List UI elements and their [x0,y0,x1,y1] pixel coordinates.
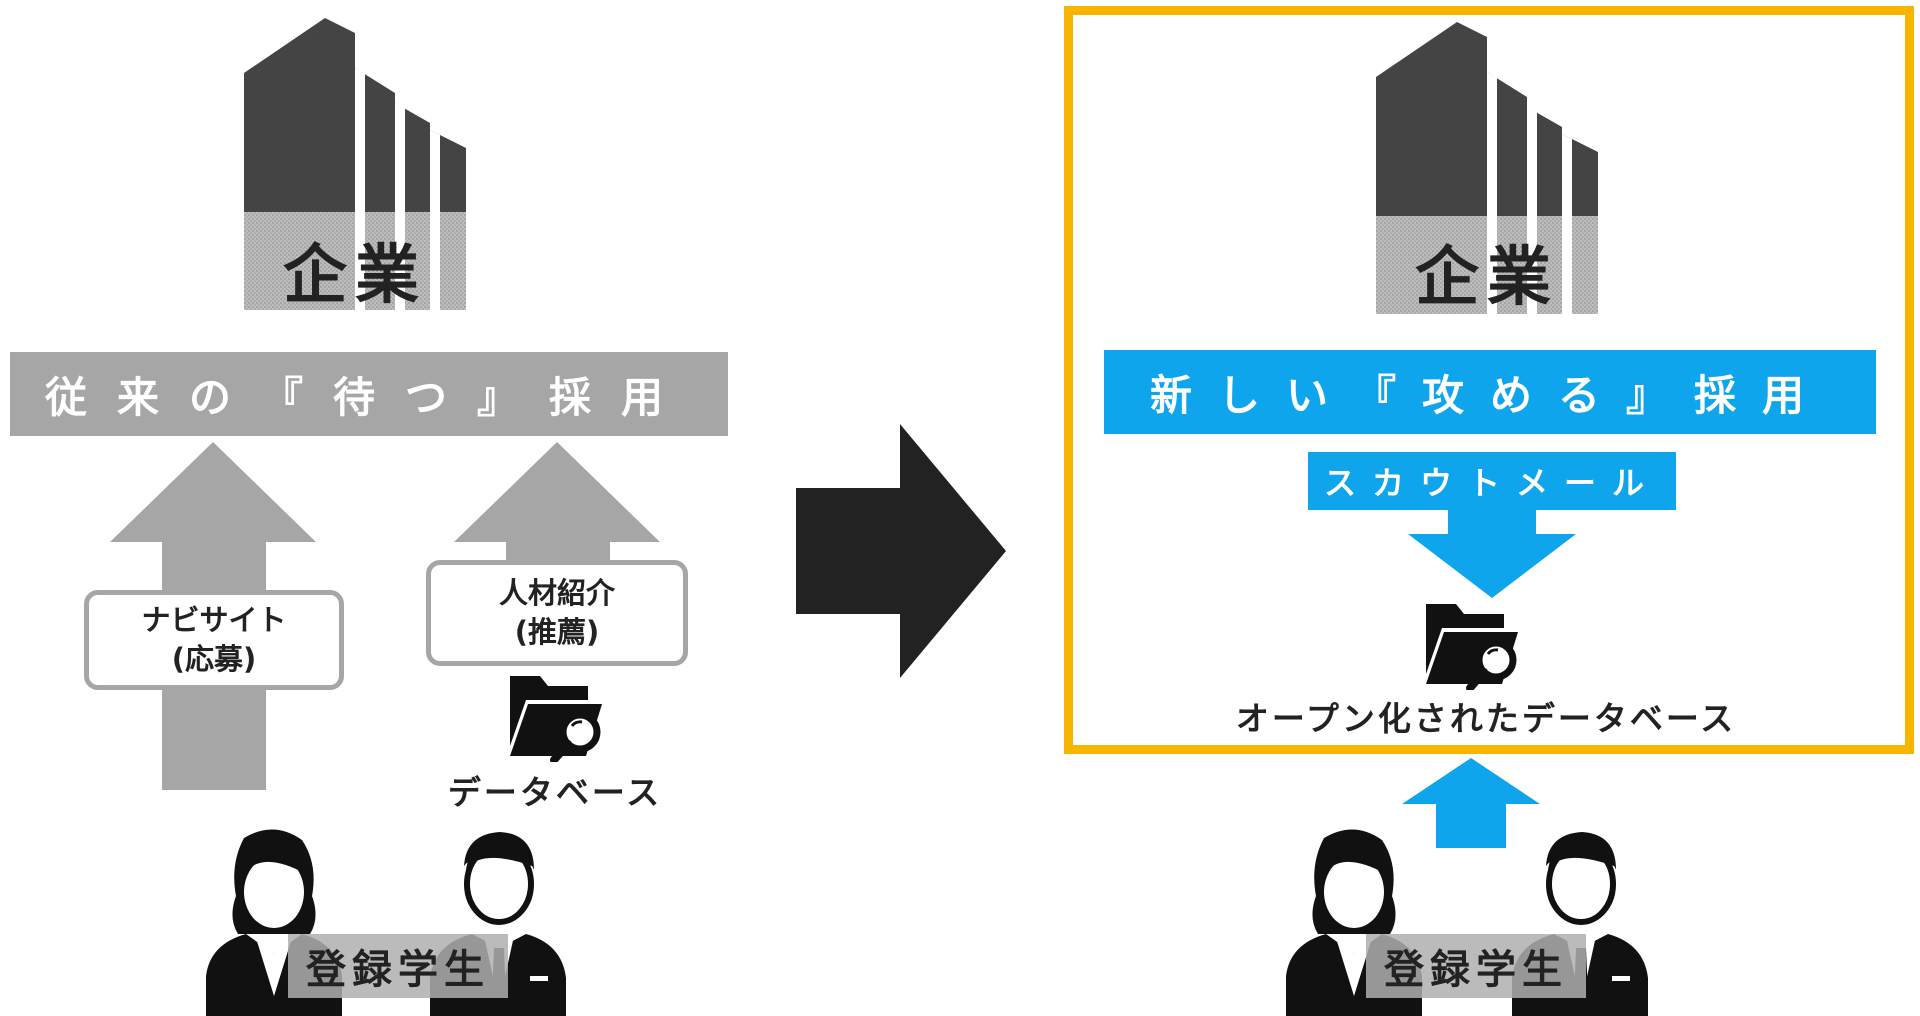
traditional-recruiting-banner: 従来の『待つ』採用 [10,352,728,436]
new-recruiting-banner: 新しい『攻める』採用 [1104,350,1876,434]
folder-search-icon [510,676,602,762]
company-label: 企業 [283,239,427,313]
scout-down-arrow-icon [1408,510,1576,598]
company-building-icon [1376,22,1598,314]
students-up-arrow-icon [1402,758,1540,848]
database-label: データベース [447,773,663,812]
navi-site-label: ナビサイト [141,602,287,637]
company-label: 企業 [1415,241,1559,315]
transition-right-arrow-icon [796,424,1006,678]
scout-mail-label: スカウトメール [1308,452,1676,510]
navi-site-sublabel: (応募) [171,642,257,676]
agent-label: 人材紹介 [498,575,615,610]
agent-sublabel: (推薦) [514,615,600,649]
navi-site-box: ナビサイト (応募) [84,590,344,690]
company-building-icon [244,18,466,310]
open-database-label: オープン化されたデータベース [1235,699,1737,738]
female-student-icon [206,829,342,1016]
students-label: 登録学生 [288,934,508,998]
new-approach-highlight-frame [1064,6,1914,754]
agent-box: 人材紹介 (推薦) [426,560,688,666]
agent-up-arrow-icon [454,442,660,572]
students-label: 登録学生 [1366,934,1586,998]
folder-search-icon [1426,604,1518,690]
